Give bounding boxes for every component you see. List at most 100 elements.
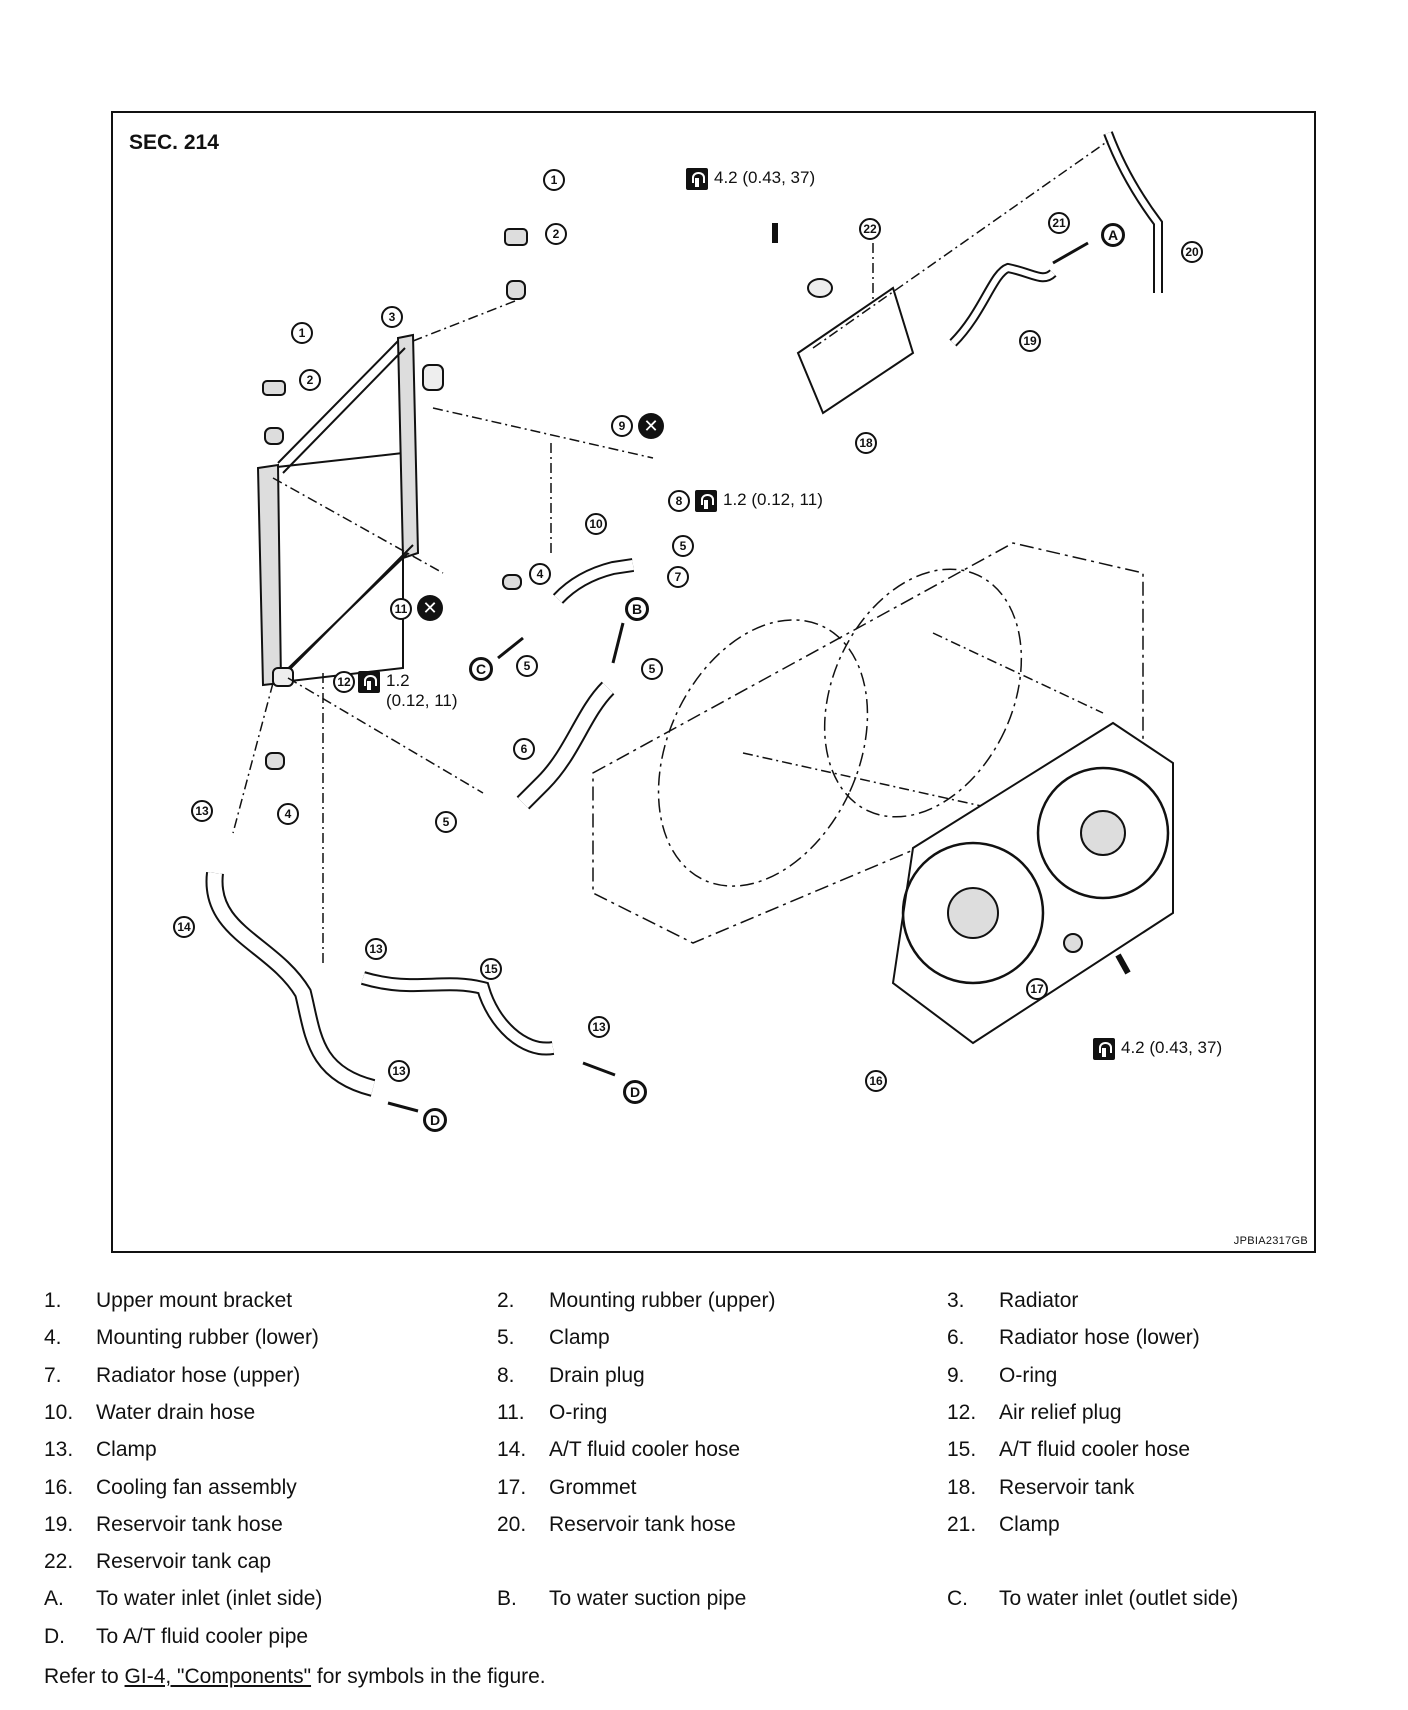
callout-13: 13 (388, 1060, 410, 1082)
radiator-drawing (256, 333, 444, 687)
legend-item-number: 16. (44, 1475, 74, 1499)
legend-item-number: 14. (497, 1438, 527, 1462)
callout-20: 20 (1181, 241, 1203, 263)
callout-4: 4 (277, 803, 299, 825)
direction-marker-b: B (625, 597, 649, 621)
do-not-reuse-icon: ✕ (417, 595, 443, 621)
torque-fan-bolt: 4.2 (0.43, 37) (1093, 1038, 1222, 1060)
legend-item-label: To water inlet (inlet side) (96, 1587, 323, 1611)
legend-item-label: Clamp (96, 1438, 157, 1462)
legend-item-number: 11. (497, 1400, 525, 1424)
callout-9: 9 (611, 415, 633, 437)
legend-item: 8. Drain plug (497, 1363, 645, 1389)
legend-item-label: A/T fluid cooler hose (549, 1438, 741, 1462)
callout-15: 15 (480, 958, 502, 980)
legend-item: 3.Radiator (947, 1288, 1078, 1314)
legend-item: 14. A/T fluid cooler hose (497, 1437, 740, 1463)
direction-marker-a: A (1101, 223, 1125, 247)
reference-note: Refer to GI-4, "Components" for symbols … (44, 1665, 546, 1688)
exploded-diagram: SEC. 214 4.2 (0.43, 37) 1.2 (0.12, 11) 1… (111, 111, 1316, 1253)
legend-item: 18. Reservoir tank (947, 1475, 1134, 1501)
callout-11: 11 (390, 598, 412, 620)
legend-item-number: 8. (497, 1363, 515, 1387)
direction-marker-c: C (469, 657, 493, 681)
callout-1: 1 (543, 169, 565, 191)
legend-item-number: B. (497, 1587, 517, 1611)
legend-item: 12. Air relief plug (947, 1400, 1122, 1426)
legend-item: 10. Water drain hose (44, 1400, 255, 1426)
callout-19: 19 (1019, 330, 1041, 352)
legend-item: A. To water inlet (inlet side) (44, 1586, 322, 1612)
legend-item-number: 20. (497, 1512, 527, 1536)
legend-item-number: 7. (44, 1363, 62, 1387)
legend-item-label: Reservoir tank hose (549, 1512, 736, 1536)
callout-1: 1 (291, 322, 313, 344)
callout-22: 22 (859, 218, 881, 240)
legend-item: 2.Mounting rubber (upper) (497, 1288, 775, 1314)
legend-item: 9. O-ring (947, 1363, 1057, 1389)
legend-item: 13. Clamp (44, 1437, 157, 1463)
diagram-drawing (205, 131, 1174, 1113)
legend-item-number: 18. (947, 1475, 977, 1499)
legend-item-label: Radiator (999, 1289, 1079, 1312)
legend-item-number: 9. (947, 1363, 965, 1387)
legend-item-number: 10. (44, 1400, 74, 1424)
legend-item: 21. Clamp (947, 1512, 1060, 1538)
legend-item: 22.Reservoir tank cap (44, 1549, 271, 1575)
callout-4: 4 (529, 563, 551, 585)
torque-drain-plug: 1.2 (0.12, 11) (695, 490, 823, 512)
torque-air-relief-plug: 1.2 (0.12, 11) (358, 671, 458, 711)
legend-item-number: 15. (947, 1438, 977, 1462)
legend-item: 6. Radiator hose (lower) (947, 1325, 1200, 1351)
legend-item-label: Air relief plug (999, 1400, 1122, 1424)
legend-item-label: Mounting rubber (upper) (549, 1289, 776, 1312)
legend-item-number: A. (44, 1587, 64, 1611)
reference-link[interactable]: GI-4, "Components" (124, 1665, 312, 1688)
legend-item-number: 13. (44, 1438, 74, 1462)
legend-item-label: To water suction pipe (549, 1587, 747, 1611)
legend-item: C. To water inlet (outlet side) (947, 1586, 1238, 1612)
legend-item-label: Water drain hose (96, 1400, 256, 1424)
legend-item: 11.O-ring (497, 1400, 607, 1426)
callout-7: 7 (667, 566, 689, 588)
callout-13: 13 (191, 800, 213, 822)
legend-item: 16. Cooling fan assembly (44, 1475, 297, 1501)
legend-item-label: O-ring (999, 1363, 1058, 1387)
callout-2: 2 (545, 223, 567, 245)
figure-id: JPBIA2317GB (1233, 1235, 1308, 1247)
legend-item-number: 19. (44, 1512, 74, 1536)
legend-item: 7.Radiator hose (upper) (44, 1363, 300, 1389)
legend-item-label: Clamp (999, 1512, 1060, 1536)
torque-wrench-icon (1093, 1038, 1115, 1060)
legend-item: 19. Reservoir tank hose (44, 1512, 283, 1538)
legend-item-number: C. (947, 1587, 968, 1611)
callout-8: 8 (668, 490, 690, 512)
callout-16: 16 (865, 1070, 887, 1092)
callout-17: 17 (1026, 978, 1048, 1000)
legend-item-number: D. (44, 1624, 65, 1648)
legend-item: B. To water suction pipe (497, 1586, 746, 1612)
legend-item-number: 6. (947, 1326, 965, 1350)
legend-item-label: To A/T fluid cooler pipe (96, 1624, 309, 1648)
legend-item: 20. Reservoir tank hose (497, 1512, 736, 1538)
legend-item-label: To water inlet (outlet side) (999, 1587, 1239, 1611)
legend-item-label: Reservoir tank (999, 1475, 1135, 1499)
legend-item-label: Upper mount bracket (96, 1289, 293, 1312)
legend-item-number: 21. (947, 1512, 977, 1536)
legend-item-number: 12. (947, 1400, 977, 1424)
legend-item-label: Drain plug (549, 1363, 645, 1387)
legend-item-label: A/T fluid cooler hose (999, 1438, 1191, 1462)
legend-item-label: Radiator hose (lower) (999, 1326, 1200, 1350)
do-not-reuse-icon: ✕ (638, 413, 664, 439)
legend-item-label: Cooling fan assembly (96, 1475, 297, 1499)
legend-item: 1.Upper mount bracket (44, 1288, 292, 1314)
callout-12: 12 (333, 671, 355, 693)
callout-5: 5 (516, 655, 538, 677)
legend-item-number: 4. (44, 1326, 62, 1350)
callout-6: 6 (513, 738, 535, 760)
legend-item-number: 22. (44, 1550, 74, 1574)
legend-item-number: 5. (497, 1326, 515, 1350)
legend-item-label: Reservoir tank hose (96, 1512, 283, 1536)
section-number: SEC. 214 (129, 131, 219, 154)
legend-item-label: Clamp (549, 1326, 610, 1350)
